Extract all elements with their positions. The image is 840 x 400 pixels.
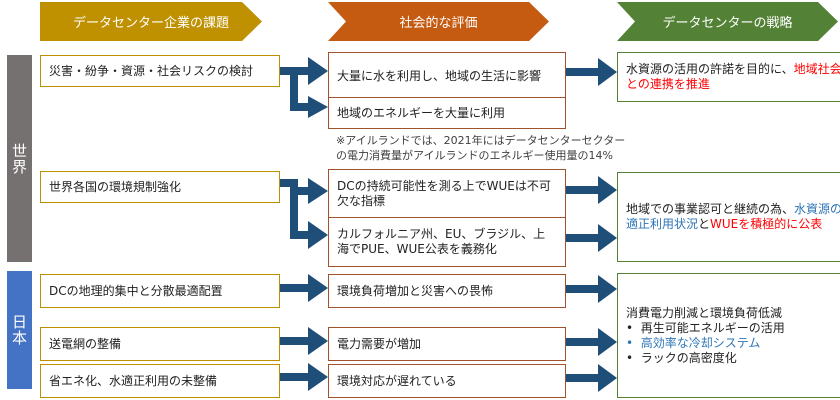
japan-eval-delay: 環境対応が遅れている — [328, 364, 566, 398]
world-issue-risk-text: 災害・紛争・資源・社会リスクの検討 — [49, 63, 254, 78]
japan-strategy-item: • 高効率な冷却システム — [626, 336, 785, 351]
japan-strategy-item-text: ラックの高密度化 — [640, 350, 737, 365]
arrow-world-issue1-branch — [262, 57, 328, 118]
japan-eval-demand: 電力需要が増加 — [328, 327, 566, 361]
japan-eval-demand-text: 電力需要が増加 — [337, 336, 422, 351]
header-evaluation-label: 社会的な評価 — [399, 16, 478, 31]
arrow-japan-eval2 — [548, 328, 617, 356]
japan-issue-placement-text: DCの地理的集中と分散最適配置 — [49, 283, 223, 298]
japan-issue-grid: 送電網の整備 — [40, 327, 280, 361]
japan-strategy-item-text: 高効率な冷却システム — [640, 335, 761, 350]
arrow-world-eval-strategy2 — [548, 176, 617, 252]
japan-strategy-item: • 再生可能エネルギーの活用 — [626, 321, 785, 336]
japan-strategy-title: 消費電力削減と環境負荷低減 — [626, 305, 783, 320]
bullet-icon: • — [626, 350, 634, 365]
world-eval-energy: 地域のエネルギーを大量に利用 — [328, 97, 566, 129]
header-strategy-label: データセンターの戦略 — [662, 16, 793, 31]
world-eval-mandate: カルフォルニア州、EU、ブラジル、上海でPUE、WUE公表を義務化 — [328, 217, 566, 267]
world-eval-mandate-text: カルフォルニア州、EU、ブラジル、上海でPUE、WUE公表を義務化 — [337, 227, 546, 256]
world-strategy-disclosure: 地域での事業認可と継続の為、水資源の適正利用状況とWUEを積極的に公表 — [617, 172, 840, 262]
world-eval-wue-text: DCの持続可能性を測る上でWUEは不可欠な指標 — [337, 179, 551, 208]
world-eval-wue: DCの持続可能性を測る上でWUEは不可欠な指標 — [328, 169, 566, 219]
bullet-icon: • — [626, 335, 634, 350]
world-issue-regulation: 世界各国の環境規制強化 — [40, 171, 280, 203]
strategy-plain-text: 水資源の活用の許諾を目的に、 — [626, 62, 794, 76]
japan-issue-efficiency-text: 省エネ化、水適正利用の未整備 — [49, 373, 218, 388]
arrow-japan-eval1 — [548, 275, 617, 303]
disclosure-red-text: WUEを積極的に公表 — [710, 217, 823, 231]
japan-eval-delay-text: 環境対応が遅れている — [337, 373, 457, 388]
japan-issue-placement: DCの地理的集中と分散最適配置 — [40, 274, 280, 308]
japan-strategy: 消費電力削減と環境負荷低減 • 再生可能エネルギーの活用 • 高効率な冷却システ… — [617, 273, 840, 398]
world-eval-water-text: 大量に水を利用し、地域の生活に影響 — [337, 68, 542, 83]
region-japan: 日本 — [7, 271, 32, 389]
header-strategy: データセンターの戦略 — [617, 2, 838, 41]
ireland-note: ※アイルランドでは、2021年にはデータセンターセクターの電力消費量がアイルラン… — [336, 134, 626, 162]
region-japan-label: 日本 — [10, 314, 28, 346]
world-issue-regulation-text: 世界各国の環境規制強化 — [49, 179, 182, 194]
arrow-japan-eval3 — [548, 364, 617, 392]
arrow-japan-issue2 — [262, 327, 328, 355]
header-issues: データセンター企業の課題 — [40, 2, 262, 41]
japan-strategy-content: 消費電力削減と環境負荷低減 • 再生可能エネルギーの活用 • 高効率な冷却システ… — [626, 306, 785, 366]
header-evaluation: 社会的な評価 — [328, 2, 549, 41]
header-issues-label: データセンター企業の課題 — [72, 16, 229, 31]
world-eval-water: 大量に水を利用し、地域の生活に影響 — [328, 52, 566, 100]
arrow-japan-issue1 — [262, 274, 328, 302]
japan-strategy-item: • ラックの高密度化 — [626, 351, 785, 366]
region-world-label: 世界 — [10, 142, 28, 175]
world-strategy-disclosure-text: 地域での事業認可と継続の為、水資源の適正利用状況とWUEを積極的に公表 — [626, 202, 840, 232]
japan-strategy-item-text: 再生可能エネルギーの活用 — [640, 320, 785, 335]
japan-issue-efficiency: 省エネ化、水適正利用の未整備 — [40, 364, 280, 398]
world-strategy-community-text: 水資源の活用の許諾を目的に、地域社会との連携を推進 — [626, 62, 840, 92]
disclosure-blue-text: 水資源の適正利用状況 — [626, 202, 840, 231]
japan-eval-load-text: 環境負荷増加と災害への畏怖 — [337, 283, 494, 298]
strategy-highlight-text: 地域社会との連携を推進 — [626, 62, 840, 91]
bullet-icon: • — [626, 320, 634, 335]
world-issue-risk: 災害・紛争・資源・社会リスクの検討 — [40, 55, 280, 87]
disclosure-plain-text: 地域での事業認可と継続の為、 — [626, 202, 795, 216]
disclosure-connector-text: と — [698, 217, 711, 231]
world-eval-energy-text: 地域のエネルギーを大量に利用 — [337, 105, 506, 120]
world-strategy-community: 水資源の活用の許諾を目的に、地域社会との連携を推進 — [617, 52, 840, 102]
japan-issue-grid-text: 送電網の整備 — [49, 336, 122, 351]
arrow-world-eval1-strategy — [548, 58, 617, 86]
arrow-japan-issue3 — [262, 363, 328, 391]
region-world: 世界 — [7, 55, 32, 262]
japan-strategy-list: • 再生可能エネルギーの活用 • 高効率な冷却システム • ラックの高密度化 — [626, 321, 785, 366]
japan-eval-load: 環境負荷増加と災害への畏怖 — [328, 274, 566, 308]
